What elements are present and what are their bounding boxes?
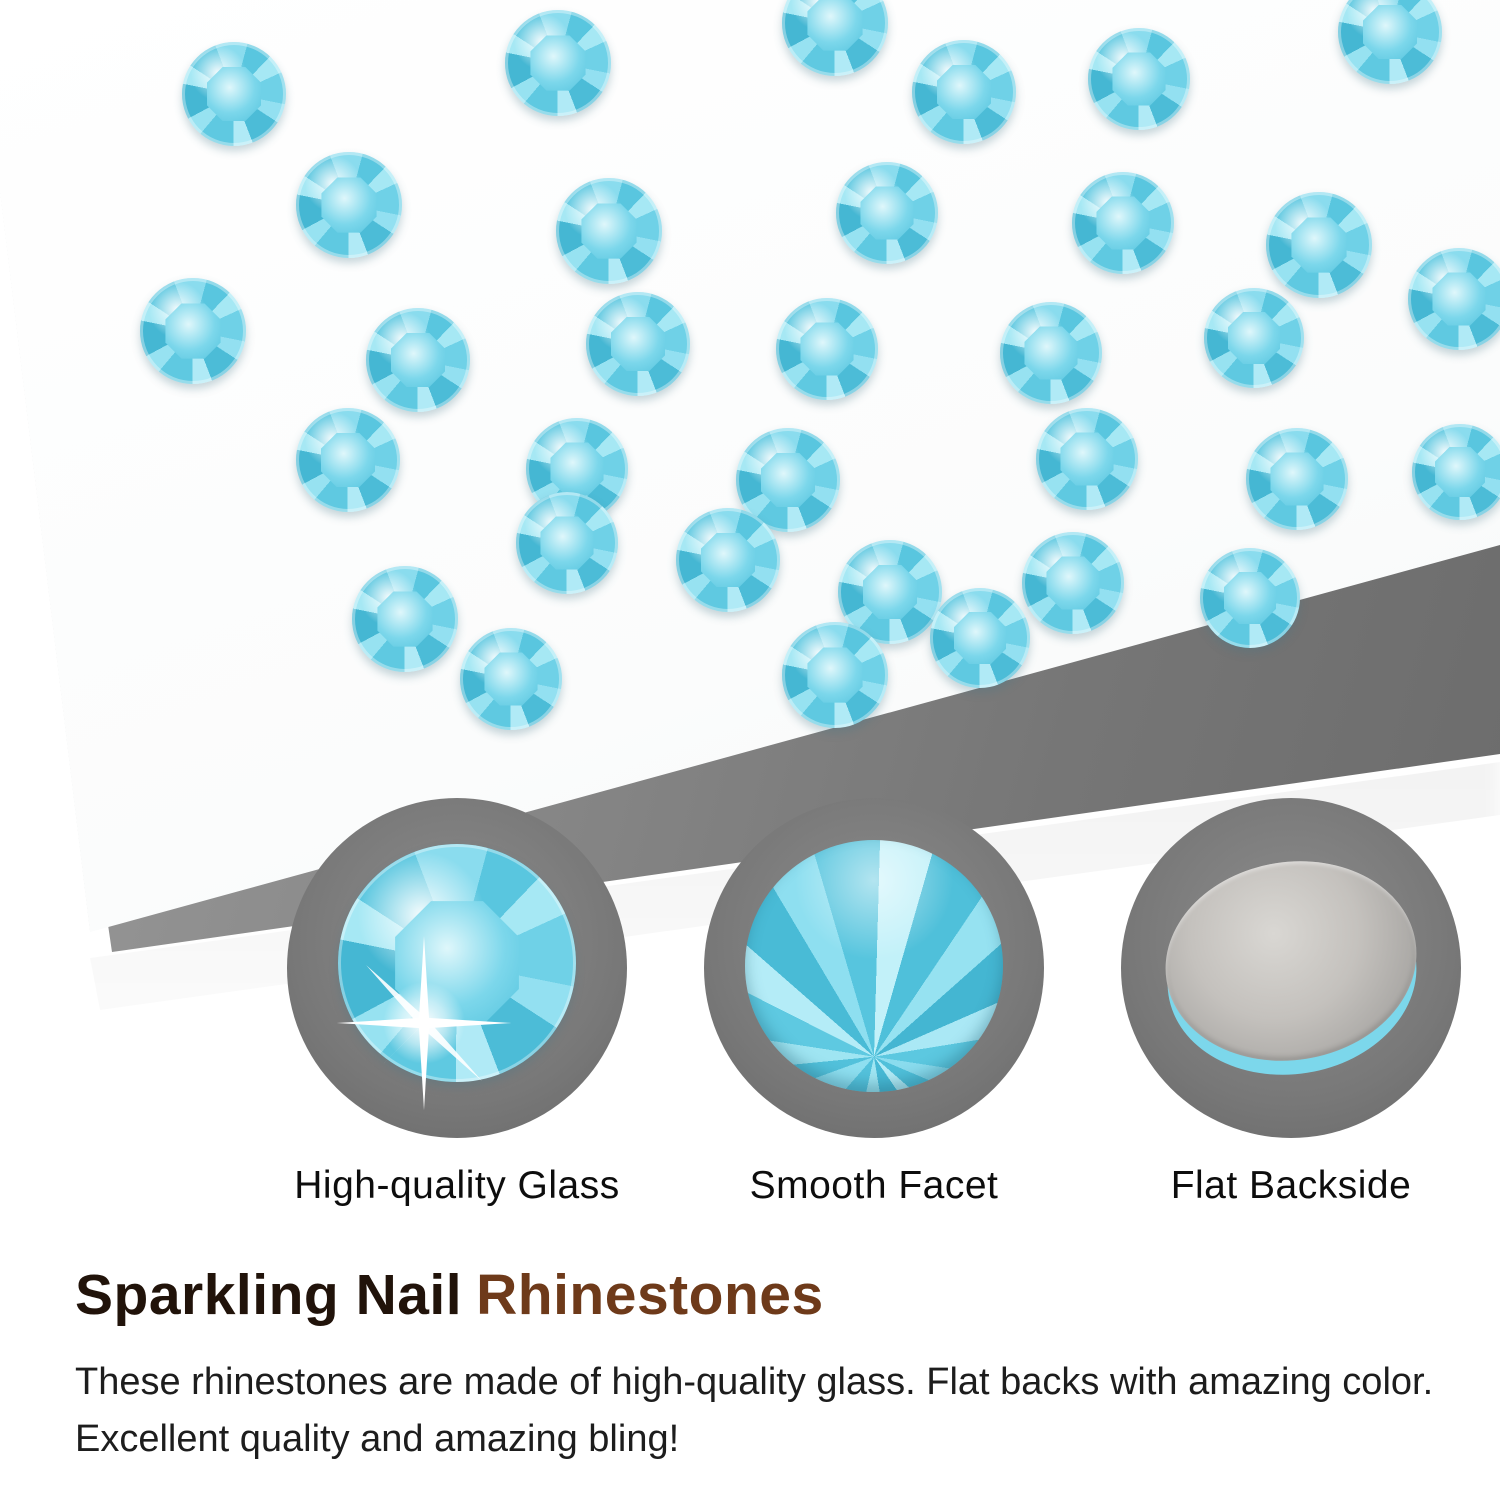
rhinestone-gem <box>1204 288 1304 388</box>
description-line-1: These rhinestones are made of high-quali… <box>75 1361 1434 1403</box>
rhinestone-gem <box>1200 548 1300 648</box>
rhinestone-gem <box>556 178 662 284</box>
rhinestone-gem <box>1036 408 1138 510</box>
rhinestone-gem <box>296 408 400 512</box>
rhinestone-gem <box>182 42 286 146</box>
callout-flat-backside: Flat Backside <box>1121 798 1461 1208</box>
rhinestone-gem <box>586 292 690 396</box>
callout-label-glass: High-quality Glass <box>294 1164 620 1207</box>
rhinestone-gem <box>366 308 470 412</box>
rhinestone-gem <box>1088 28 1190 130</box>
rhinestone-gem <box>296 152 402 258</box>
rhinestone-gem <box>505 10 611 116</box>
rhinestones-scatter <box>0 0 1500 1160</box>
callout-circle <box>1121 798 1461 1138</box>
page-title-brown: Rhinestones <box>476 1263 824 1327</box>
product-description: These rhinestones are made of high-quali… <box>75 1354 1460 1468</box>
rhinestone-gem <box>836 162 938 264</box>
gem-flat-back-icon <box>1151 843 1431 1079</box>
rhinestone-gem <box>930 588 1030 688</box>
description-line-2: Excellent quality and amazing bling! <box>75 1418 680 1460</box>
callout-circle <box>287 798 627 1138</box>
rhinestone-gem <box>1408 248 1500 350</box>
rhinestone-gem <box>782 622 888 728</box>
rhinestone-gem <box>140 278 246 384</box>
callout-circle <box>704 798 1044 1138</box>
rhinestone-gem <box>516 492 618 594</box>
rhinestone-gem <box>460 628 562 730</box>
rhinestone-gem <box>1266 192 1372 298</box>
sparkle-icon <box>336 935 512 1111</box>
rhinestone-gem <box>1072 172 1174 274</box>
rhinestone-gem <box>1412 424 1500 520</box>
gem-facet-view-icon <box>745 840 1003 1092</box>
rhinestone-gem <box>1338 0 1442 84</box>
page-title-dark: Sparkling Nail <box>75 1263 463 1327</box>
rhinestone-gem <box>1022 532 1124 634</box>
callout-label-backside: Flat Backside <box>1170 1164 1412 1207</box>
callout-label-facet: Smooth Facet <box>749 1164 999 1207</box>
callout-high-quality-glass: High-quality Glass <box>287 798 627 1208</box>
rhinestone-gem <box>1000 302 1102 404</box>
rhinestone-gem <box>782 0 888 76</box>
rhinestone-gem <box>1246 428 1348 530</box>
rhinestone-gem <box>776 298 878 400</box>
callout-smooth-facet: Smooth Facet <box>704 798 1044 1208</box>
rhinestone-gem <box>676 508 780 612</box>
rhinestone-gem <box>912 40 1016 144</box>
rhinestone-gem <box>352 566 458 672</box>
product-photo <box>0 0 1500 1160</box>
